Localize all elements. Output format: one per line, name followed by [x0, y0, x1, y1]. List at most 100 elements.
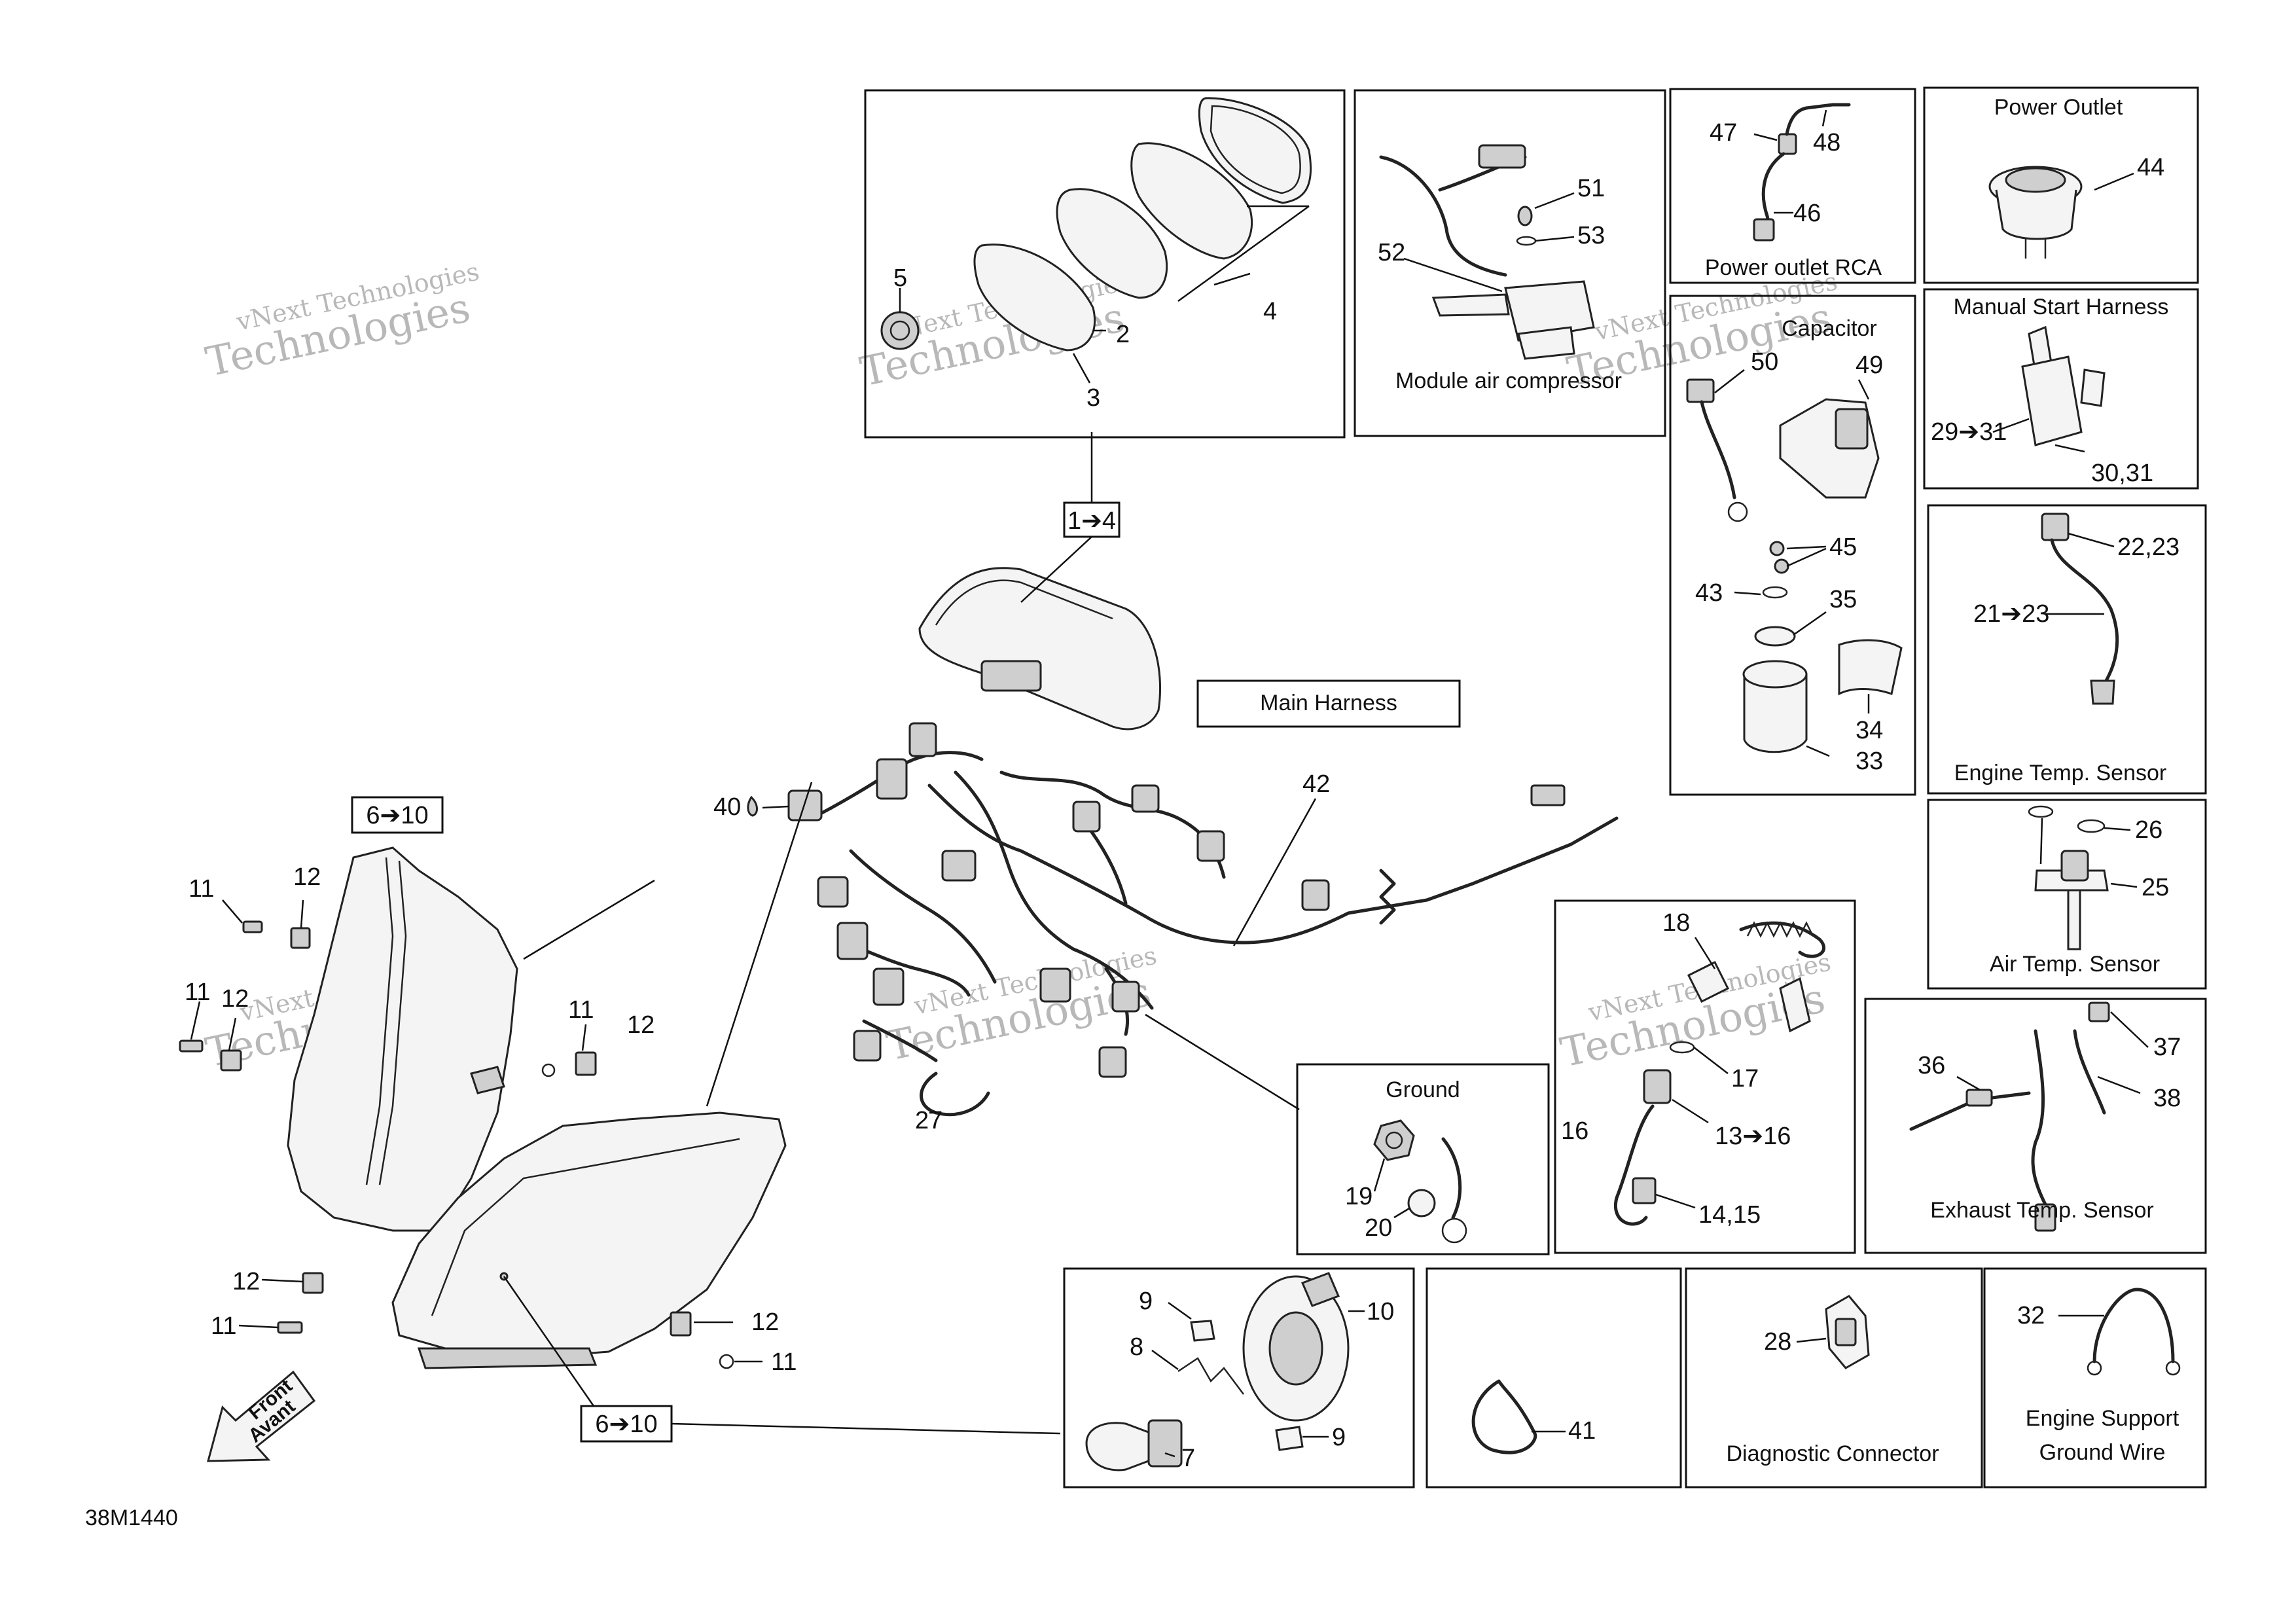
capacitor-cap: [1754, 626, 1796, 647]
screw-11: [719, 1354, 734, 1369]
panel-title: Power Outlet: [1994, 95, 2123, 120]
panel-frame: [864, 89, 1346, 439]
ground-strap-eye: [2165, 1360, 2181, 1376]
drawing-number: 38M1440: [85, 1506, 178, 1530]
callout-53: 53: [1577, 222, 1605, 249]
capacitor-washer: [1762, 586, 1788, 599]
group-label-gauge: 1➔4: [1067, 507, 1116, 535]
ground-nut: [1373, 1119, 1415, 1161]
capacitor-sleeve: [1838, 639, 1903, 696]
gauge-assembly: 1➔4: [918, 432, 1161, 731]
compressor-connector: [1478, 144, 1526, 169]
callout-50: 50: [1751, 348, 1778, 376]
air-sensor-body: [2060, 850, 2089, 882]
rca-wire-2: [1785, 106, 1808, 136]
screw-11: [277, 1321, 303, 1334]
harness-trunk: [927, 784, 1429, 945]
bulb-spring-clip: [1177, 1357, 1244, 1395]
panel-exhaust-temp: 37 38 36 Exhaust Temp. Sensor: [1864, 998, 2207, 1254]
panel-caption: Air Temp. Sensor: [1990, 952, 2160, 977]
callout-36: 36: [1918, 1052, 1945, 1079]
exhaust-sensor-wire: [2031, 1029, 2047, 1206]
panel-frame: [1927, 799, 2207, 990]
panel-frame: [1983, 1267, 2207, 1489]
panel-frame: [1063, 1267, 1415, 1489]
panel-capacitor: Capacitor 50 49 45 43 35 34 33: [1669, 295, 1916, 796]
harness-connector: [1098, 1046, 1127, 1078]
panel-dess-key: 18 17 16 13➔16 14,15: [1554, 899, 1856, 1254]
compressor-foot: [1517, 326, 1575, 360]
callout-12: 12: [221, 985, 249, 1013]
harness-branch: [849, 849, 997, 984]
callout-12: 12: [627, 1011, 655, 1039]
callout-26: 26: [2135, 816, 2162, 844]
group-label-box: [351, 796, 444, 834]
panel-frame: [1426, 1267, 1682, 1489]
callout-14-15: 14,15: [1698, 1201, 1761, 1229]
gauge-housing: [1130, 142, 1253, 260]
harness-end-connector: [1530, 784, 1566, 806]
headlight-left: 6➔10 11 12 11 12 11 12 12 11: [179, 796, 655, 1340]
compressor-module: [1504, 280, 1595, 342]
ground-wire: [1441, 1137, 1462, 1219]
harness-connector: [872, 967, 905, 1006]
sealant-drop-icon: [747, 795, 758, 817]
callout-20: 20: [1365, 1214, 1392, 1242]
key-socket: [1643, 1069, 1672, 1104]
callout-49: 49: [1856, 352, 1883, 379]
gauge-knob: [880, 311, 920, 350]
group-label-box: [1196, 679, 1461, 728]
callout-25: 25: [2142, 874, 2169, 901]
exhaust-wire-b: [2073, 1029, 2106, 1115]
gauge-connector: [980, 660, 1042, 692]
panel-frame: [1296, 1063, 1550, 1255]
panel-frame: [1927, 504, 2207, 795]
harness-connector: [1039, 967, 1071, 1003]
callout-12: 12: [232, 1268, 260, 1295]
harness-connector: [1072, 801, 1101, 833]
ring-terminal: [1727, 501, 1748, 522]
bulb-cover-center: [1268, 1311, 1323, 1386]
headlight-right: 12 11 6➔10: [391, 782, 1061, 1443]
panel-manual-start: Manual Start Harness 29➔31 30,31: [1923, 288, 2199, 490]
harness-tail: [1425, 816, 1619, 902]
panel-caption: Ground Wire: [2039, 1440, 2166, 1465]
lanyard-clip: [1779, 977, 1811, 1033]
headlight-housing-right: [391, 1111, 787, 1360]
panel-support-wire: 32 Engine Support Ground Wire: [1983, 1267, 2207, 1489]
callout-45: 45: [1829, 533, 1857, 561]
capacitor-top: [1742, 660, 1808, 689]
callout-52: 52: [1378, 239, 1405, 266]
callout-43: 43: [1695, 579, 1723, 607]
panel-frame: [1669, 295, 1916, 796]
headlight-seam: [378, 860, 407, 1185]
callout-47: 47: [1710, 119, 1737, 147]
panel-frame: [1669, 88, 1916, 284]
capacitor-screw: [1774, 558, 1789, 574]
gauge-bezel-gasket: [1198, 97, 1312, 204]
callout-11: 11: [211, 1312, 236, 1340]
bulb-base: [1147, 1419, 1183, 1468]
key-harness: [1613, 1104, 1655, 1226]
front-arrow-icon: [207, 1370, 316, 1462]
air-sensor-grommet: [2028, 805, 2054, 818]
callout-28: 28: [1764, 1328, 1791, 1356]
callout-17: 17: [1731, 1065, 1759, 1092]
exhaust-connector: [2034, 1203, 2056, 1232]
screw-11: [179, 1039, 204, 1053]
clip-12: [575, 1051, 597, 1076]
panel-power-rca: 47 48 46 Power outlet RCA: [1669, 88, 1916, 284]
callout-9: 9: [1139, 1288, 1153, 1315]
headlight-trim: [417, 1347, 598, 1369]
coiled-lanyard: [1739, 921, 1825, 958]
harness-branch: [954, 770, 1154, 1010]
harness-branch: [1085, 823, 1128, 905]
harness-connector: [1131, 784, 1160, 813]
panel-frame: [1685, 1267, 1983, 1489]
callout-40: 40: [713, 793, 741, 821]
capacitor-screw: [1769, 541, 1785, 556]
diagnostic-connector-face: [1835, 1318, 1857, 1346]
panel-frame: [1864, 998, 2207, 1254]
gauge-knob-center: [889, 320, 910, 341]
callout-41: 41: [1568, 1417, 1596, 1445]
